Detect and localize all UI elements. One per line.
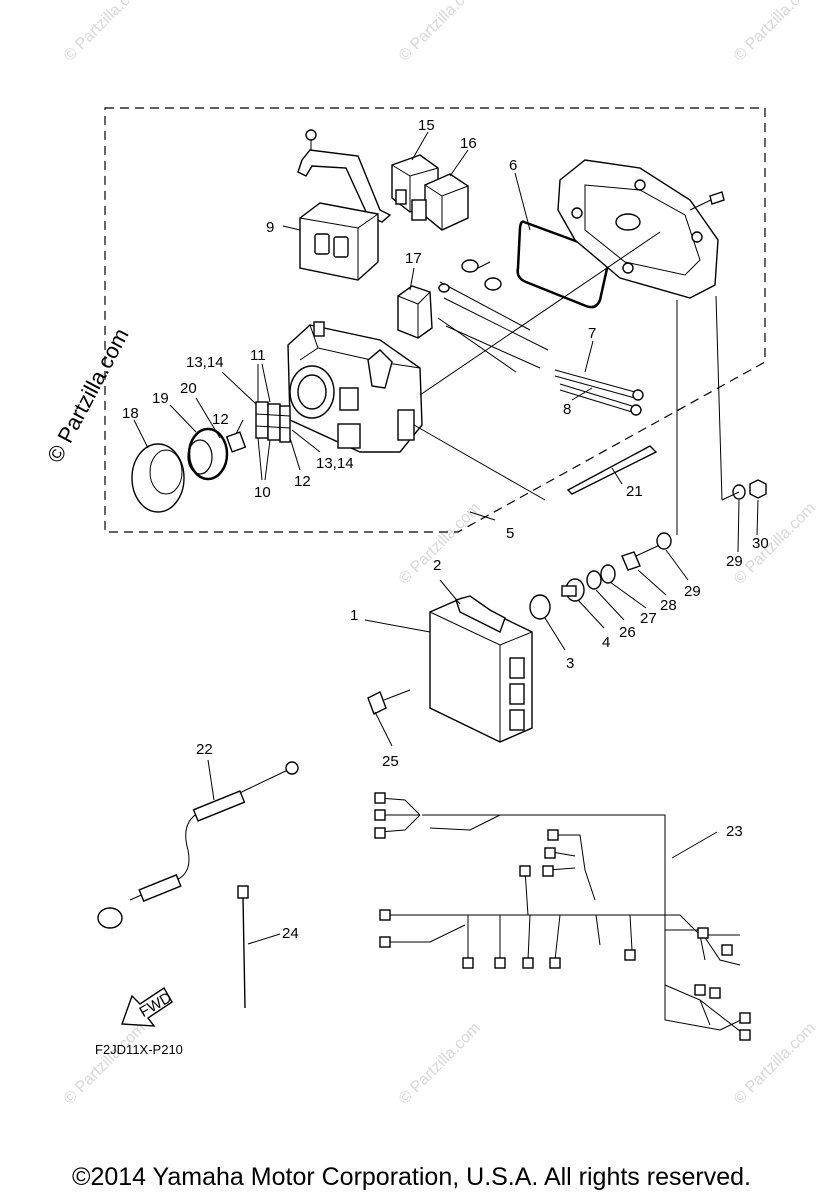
- throttle-body: [287, 321, 423, 453]
- callout-8: 8: [563, 401, 571, 418]
- callout-20: 20: [180, 380, 197, 397]
- collar-4: [561, 578, 585, 602]
- watermark: © Partzilla.com: [61, 0, 149, 65]
- callout-11: 11: [250, 347, 266, 364]
- callout-26: 26: [619, 624, 636, 641]
- watermark: © Partzilla.com: [731, 500, 819, 588]
- callout-16: 16: [460, 135, 477, 152]
- callout-12-b: 12: [294, 473, 311, 490]
- callout-18: 18: [122, 405, 139, 422]
- leader-lines: [133, 131, 759, 945]
- cable-tie-24: [237, 885, 249, 1009]
- callout-29-b: 29: [684, 583, 701, 600]
- assembly-boundary: [104, 107, 766, 533]
- ecu-unit: [429, 595, 533, 743]
- watermark: © Partzilla.com: [396, 500, 484, 588]
- callout-12-a: 12: [212, 411, 229, 428]
- callout-6: 6: [509, 157, 517, 174]
- callout-5: 5: [506, 525, 514, 542]
- washer-27: [600, 564, 616, 584]
- callout-22: 22: [196, 741, 213, 758]
- bolt-25: [367, 689, 411, 715]
- callout-9: 9: [266, 219, 274, 236]
- callout-10: 10: [254, 484, 271, 501]
- wire-harness-23: [374, 792, 751, 1041]
- washer-26: [586, 570, 602, 590]
- callout-30: 30: [752, 535, 769, 552]
- callout-15: 15: [418, 117, 435, 134]
- watermark: © Partzilla.com: [61, 1020, 149, 1108]
- cable-22: [97, 761, 299, 929]
- callout-1: 1: [350, 607, 358, 624]
- cable-tie-21: [566, 445, 658, 495]
- background-watermarks: © Partzilla.com © Partzilla.com © Partzi…: [61, 0, 819, 1108]
- callout-13-14-b: 13,14: [316, 455, 354, 472]
- washer-29: [656, 532, 672, 550]
- callout-13-14-a: 13,14: [186, 354, 224, 371]
- callout-23: 23: [726, 823, 743, 840]
- tube-8: [559, 383, 642, 416]
- cap-18: [131, 443, 185, 513]
- connector-12: [225, 431, 247, 453]
- callout-17: 17: [405, 250, 422, 267]
- callout-28: 28: [660, 597, 677, 614]
- sensor-17: [397, 285, 433, 339]
- callout-21: 21: [626, 483, 643, 500]
- callout-19: 19: [152, 390, 169, 407]
- oring-20: [187, 439, 213, 475]
- callout-24: 24: [282, 925, 299, 942]
- connector-stack: [255, 401, 291, 443]
- callout-7: 7: [588, 325, 596, 342]
- relay-16: [411, 173, 469, 231]
- cover-plate: [557, 159, 725, 299]
- screw-part: [305, 129, 317, 158]
- callout-25: 25: [382, 753, 399, 770]
- fwd-arrow-icon: FWD: [121, 987, 175, 1027]
- tube-7: [554, 369, 644, 401]
- callout-2: 2: [433, 557, 441, 574]
- grommet-3: [529, 594, 551, 620]
- watermark: © Partzilla.com: [731, 0, 819, 65]
- hose-fittings: [437, 259, 549, 373]
- watermark: © Partzilla.com: [396, 1020, 484, 1108]
- watermark: © Partzilla.com: [396, 0, 484, 65]
- cover-9: [299, 202, 379, 281]
- callout-27: 27: [640, 610, 657, 627]
- callout-3: 3: [566, 655, 574, 672]
- callout-numbers: 15 16 6 9 17 7 11 13,14 20 19 18 8 12 13…: [122, 117, 769, 942]
- callout-4: 4: [602, 634, 610, 651]
- ring-19: [187, 427, 229, 481]
- drawing-code: F2JD11X-P210: [95, 1042, 183, 1057]
- bolt-28: [621, 543, 663, 571]
- nut-30: [749, 479, 767, 499]
- copyright-notice: ©2014 Yamaha Motor Corporation, U.S.A. A…: [72, 1163, 751, 1191]
- callout-29-a: 29: [726, 553, 743, 570]
